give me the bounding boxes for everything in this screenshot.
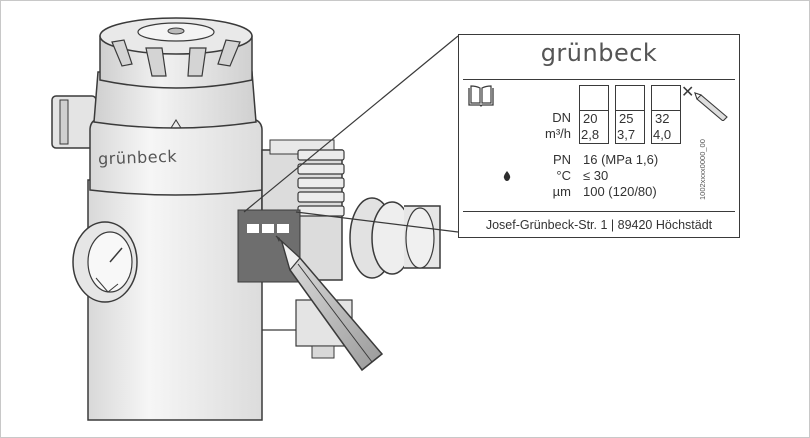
plate-divider-bottom: [463, 211, 735, 212]
flow-label: m³/h: [545, 126, 571, 141]
temperature-label: °C: [556, 168, 571, 183]
pencil-icon: [275, 235, 384, 372]
flow-value: 4,0: [653, 127, 672, 142]
micron-label: µm: [552, 184, 571, 199]
book-icon: [468, 85, 494, 107]
water-drop-icon: [503, 171, 511, 181]
serial-number: 1002xxxx0000_00: [698, 139, 707, 200]
plate-divider-top: [463, 79, 735, 80]
size-checkbox-32[interactable]: [651, 85, 681, 111]
plate-brand: grünbeck: [540, 39, 658, 67]
filter-housing: [72, 17, 263, 421]
dn-label: DN: [552, 110, 571, 125]
size-checkbox-25[interactable]: [615, 85, 645, 111]
size-value-box-32: [651, 110, 681, 144]
small-pencil-icon: [694, 92, 728, 121]
temperature-value: ≤ 30: [583, 168, 609, 183]
callout-lines: [243, 35, 459, 233]
micron-value: 100 (120/80): [583, 184, 657, 199]
flow-value: 3,7: [617, 127, 636, 142]
manufacturer-address: Josef-Grünbeck-Str. 1 | 89420 Höchstädt: [485, 218, 713, 232]
size-checkbox-20[interactable]: [579, 85, 609, 111]
mark-x-icon: ✕: [681, 84, 695, 101]
pressure-gauge: [72, 221, 138, 303]
dn-value: 20: [583, 111, 598, 126]
type-plate: grünbeck DN m³/h 20 2,8 25 3,7 32 4,0 ✕ …: [458, 34, 740, 238]
size-value-box-25: [615, 110, 645, 144]
dn-value: 32: [655, 111, 670, 126]
device-brand-label: grünbeck: [97, 146, 178, 169]
pn-label: PN: [552, 152, 571, 167]
dn-value: 25: [619, 111, 634, 126]
pn-value: 16 (MPa 1,6): [583, 152, 659, 167]
size-value-box-20: [579, 110, 609, 144]
flow-value: 2,8: [581, 127, 600, 142]
